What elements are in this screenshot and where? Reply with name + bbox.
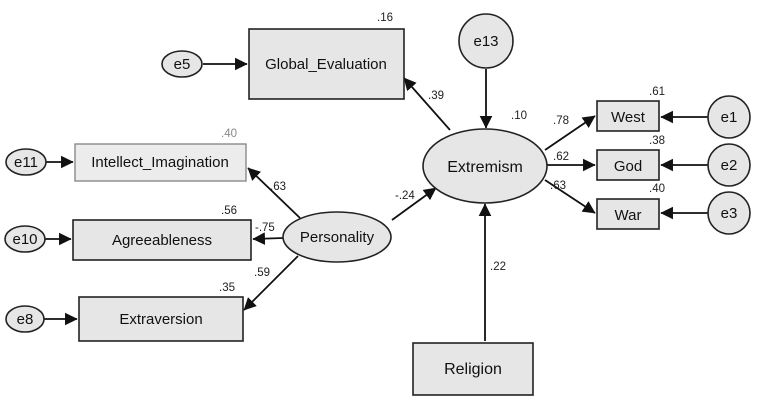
extremism-r2: .10 bbox=[511, 110, 527, 122]
error-e8: e8 bbox=[5, 305, 45, 333]
religion-label: Religion bbox=[444, 361, 502, 378]
error-e13: e13 bbox=[458, 13, 514, 69]
path-extremism-global: .39 bbox=[428, 90, 444, 102]
west-label: West bbox=[611, 109, 646, 126]
arrow-personality-intellect bbox=[247, 167, 301, 219]
path-religion-extremism: .22 bbox=[490, 261, 506, 273]
path-personality-extraversion: .59 bbox=[254, 267, 270, 279]
error-e3: e3 bbox=[707, 191, 751, 235]
error-e2-label: e2 bbox=[721, 157, 738, 174]
error-e1: e1 bbox=[707, 95, 751, 139]
node-personality: Personality bbox=[282, 211, 392, 263]
error-e2: e2 bbox=[707, 143, 751, 187]
arrow-extremism-west bbox=[544, 115, 596, 151]
path-personality-agreeableness: -.75 bbox=[255, 222, 275, 234]
node-religion: Religion bbox=[412, 342, 534, 396]
global-evaluation-r2: .16 bbox=[377, 12, 393, 24]
arrow-personality-extraversion bbox=[243, 255, 299, 311]
west-r2: .61 bbox=[649, 86, 665, 98]
god-r2: .38 bbox=[649, 135, 665, 147]
extraversion-r2: .35 bbox=[219, 282, 235, 294]
extraversion-label: Extraversion bbox=[119, 311, 202, 328]
node-extraversion: Extraversion bbox=[78, 296, 244, 342]
node-extremism: Extremism bbox=[422, 128, 548, 204]
path-personality-extremism: -.24 bbox=[395, 190, 415, 202]
extremism-label: Extremism bbox=[447, 159, 523, 176]
global-evaluation-label: Global_Evaluation bbox=[265, 56, 387, 73]
personality-label: Personality bbox=[300, 229, 375, 246]
agreeableness-r2: .56 bbox=[221, 205, 237, 217]
error-e1-label: e1 bbox=[721, 109, 738, 126]
path-extremism-west: .78 bbox=[553, 115, 569, 127]
arrow-personality-extremism bbox=[391, 187, 437, 221]
error-e10: e10 bbox=[4, 225, 46, 253]
agreeableness-label: Agreeableness bbox=[112, 232, 212, 249]
node-war: War bbox=[596, 198, 660, 230]
path-extremism-war: .63 bbox=[550, 180, 566, 192]
error-e10-label: e10 bbox=[12, 231, 37, 248]
god-label: God bbox=[614, 158, 642, 175]
path-extremism-god: .62 bbox=[553, 151, 569, 163]
error-e11-label: e11 bbox=[14, 154, 38, 171]
error-e3-label: e3 bbox=[721, 205, 738, 222]
node-intellect-imagination: Intellect_Imagination bbox=[74, 143, 247, 182]
error-e11: e11 bbox=[5, 148, 47, 176]
path-personality-intellect: .63 bbox=[270, 181, 286, 193]
arrow-personality-agreeableness bbox=[252, 232, 284, 245]
node-god: God bbox=[596, 149, 660, 181]
intellect-imagination-r2: .40 bbox=[221, 128, 237, 140]
arrow-extremism-global bbox=[403, 77, 451, 131]
node-global-evaluation: Global_Evaluation bbox=[248, 28, 405, 100]
war-r2: .40 bbox=[649, 183, 665, 195]
error-e8-label: e8 bbox=[17, 311, 34, 328]
node-west: West bbox=[596, 100, 660, 132]
error-e5-label: e5 bbox=[174, 56, 191, 73]
arrow-extremism-war bbox=[544, 179, 596, 214]
error-e5: e5 bbox=[161, 50, 203, 78]
war-label: War bbox=[615, 207, 642, 224]
error-e13-label: e13 bbox=[473, 33, 498, 50]
node-agreeableness: Agreeableness bbox=[72, 219, 252, 261]
intellect-imagination-label: Intellect_Imagination bbox=[91, 154, 229, 171]
